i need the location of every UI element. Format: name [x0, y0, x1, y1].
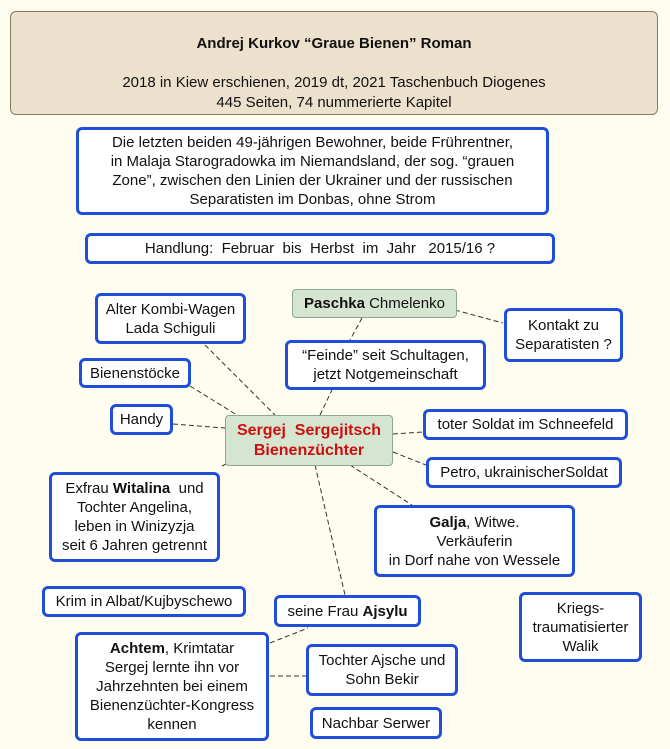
paschka-node: Paschka Chmelenko — [292, 289, 457, 318]
plot-text: Handlung: Februar bis Herbst im Jahr 201… — [144, 240, 496, 257]
center-line: Bienenzüchter — [253, 441, 365, 459]
center-line: Sergej Sergejitsch — [236, 421, 382, 439]
connector — [269, 627, 309, 644]
handy-node: Handy — [110, 404, 173, 435]
feinde-line: “Feinde” seit Schultagen, — [302, 347, 469, 364]
tochter-node: Tochter Ajsche und Sohn Bekir — [306, 644, 458, 696]
intro-line: Die letzten beiden 49-jährigen Bewohner,… — [111, 134, 514, 151]
intro-line: Separatisten im Donbas, ohne Strom — [189, 191, 436, 208]
connector — [349, 464, 413, 506]
connector — [319, 389, 333, 416]
exfrau-line: leben in Winizyzja — [74, 518, 195, 535]
exfrau-line: Tochter Angelina, — [76, 499, 193, 516]
galja-name: Galja — [429, 513, 467, 531]
bienenstoecke-node: Bienenstöcke — [79, 358, 191, 388]
achtem-line: kennen — [147, 716, 197, 733]
connector — [189, 385, 246, 421]
galja-rest: , Witwe. — [466, 513, 520, 531]
nachbar-node: Nachbar Serwer — [310, 707, 442, 739]
tochter-line: Tochter Ajsche und — [318, 652, 446, 669]
galja-node: Galja, Witwe. Verkäuferin in Dorf nahe v… — [374, 505, 575, 577]
krim-label: Krim in Albat/Kujbyschewo — [55, 593, 233, 610]
feinde-line: jetzt Notgemeinschaft — [313, 366, 458, 383]
soldat-label: toter Soldat im Schneefeld — [437, 416, 614, 433]
achtem-name: Achtem — [109, 640, 165, 657]
bienenstoecke-label: Bienenstöcke — [89, 364, 181, 382]
exfrau-suffix: und — [170, 480, 204, 497]
connector — [314, 464, 346, 596]
publication-info: 2018 in Kiew erschienen, 2019 dt, 2021 T… — [122, 74, 546, 91]
page-info: 445 Seiten, 74 nummerierte Kapitel — [216, 94, 452, 111]
handy-label: Handy — [119, 411, 164, 428]
petro-node: Petro, ukrainischerSoldat — [426, 457, 622, 488]
connector — [392, 431, 424, 435]
intro-line: Zone”, zwischen den Linien der Ukrainer … — [112, 172, 513, 189]
feinde-node: “Feinde” seit Schultagen, jetzt Notgemei… — [285, 340, 486, 390]
galja-line: in Dorf nahe von Wessele — [388, 551, 561, 569]
achtem-line: Jahrzehnten bei einem — [96, 678, 248, 695]
krim-node: Krim in Albat/Kujbyschewo — [42, 586, 246, 617]
ajsylu-prefix: seine Frau — [287, 602, 363, 620]
connector — [454, 309, 504, 324]
walik-node: Kriegs- traumatisierter Walik — [519, 592, 642, 662]
achtem-rest: , Krimtatar — [164, 640, 235, 657]
paschka-surname: Chmelenko — [364, 295, 445, 312]
intro-line: in Malaja Starogradowka im Niemandsland,… — [110, 153, 515, 170]
kontakt-line: Kontakt zu — [528, 317, 599, 334]
walik-line: Kriegs- — [556, 599, 605, 617]
walik-line: Walik — [562, 637, 599, 655]
connector — [172, 423, 226, 429]
nachbar-label: Nachbar Serwer — [321, 714, 431, 732]
exfrau-node: Exfrau Witalina und Tochter Angelina, le… — [49, 472, 220, 562]
ajsylu-node: seine Frau Ajsylu — [274, 595, 421, 627]
connector — [349, 317, 363, 341]
kombi-line: Alter Kombi-Wagen — [105, 300, 236, 318]
center-node-sergej: Sergej Sergejitsch Bienenzüchter — [225, 415, 393, 466]
soldat-node: toter Soldat im Schneefeld — [423, 409, 628, 440]
intro-box: Die letzten beiden 49-jährigen Bewohner,… — [76, 127, 549, 215]
kombi-line: Lada Schiguli — [125, 319, 216, 337]
exfrau-line: seit 6 Jahren getrennt — [61, 537, 208, 554]
achtem-line: Sergej lernte ihn vor — [104, 659, 240, 676]
plot-box: Handlung: Februar bis Herbst im Jahr 201… — [85, 233, 555, 264]
achtem-node: Achtem, Krimtatar Sergej lernte ihn vor … — [75, 632, 269, 741]
kontakt-node: Kontakt zu Separatisten ? — [504, 308, 623, 362]
galja-line: Verkäuferin — [436, 532, 513, 550]
tochter-line: Sohn Bekir — [345, 671, 419, 688]
kontakt-line: Separatisten ? — [515, 336, 612, 353]
exfrau-prefix: Exfrau — [65, 480, 113, 497]
ajsylu-name: Ajsylu — [362, 602, 408, 620]
book-title: Andrej Kurkov “Graue Bienen” Roman — [196, 35, 472, 52]
connector — [392, 451, 427, 466]
achtem-line: Bienenzüchter-Kongress — [89, 697, 255, 714]
connector — [204, 344, 276, 416]
header-box: Andrej Kurkov “Graue Bienen” Roman 2018 … — [10, 11, 658, 115]
walik-line: traumatisierter — [532, 618, 629, 636]
exfrau-name: Witalina — [112, 480, 171, 497]
petro-label: Petro, ukrainischerSoldat — [440, 464, 608, 481]
paschka-name: Paschka — [304, 295, 365, 312]
kombi-node: Alter Kombi-Wagen Lada Schiguli — [95, 293, 246, 344]
